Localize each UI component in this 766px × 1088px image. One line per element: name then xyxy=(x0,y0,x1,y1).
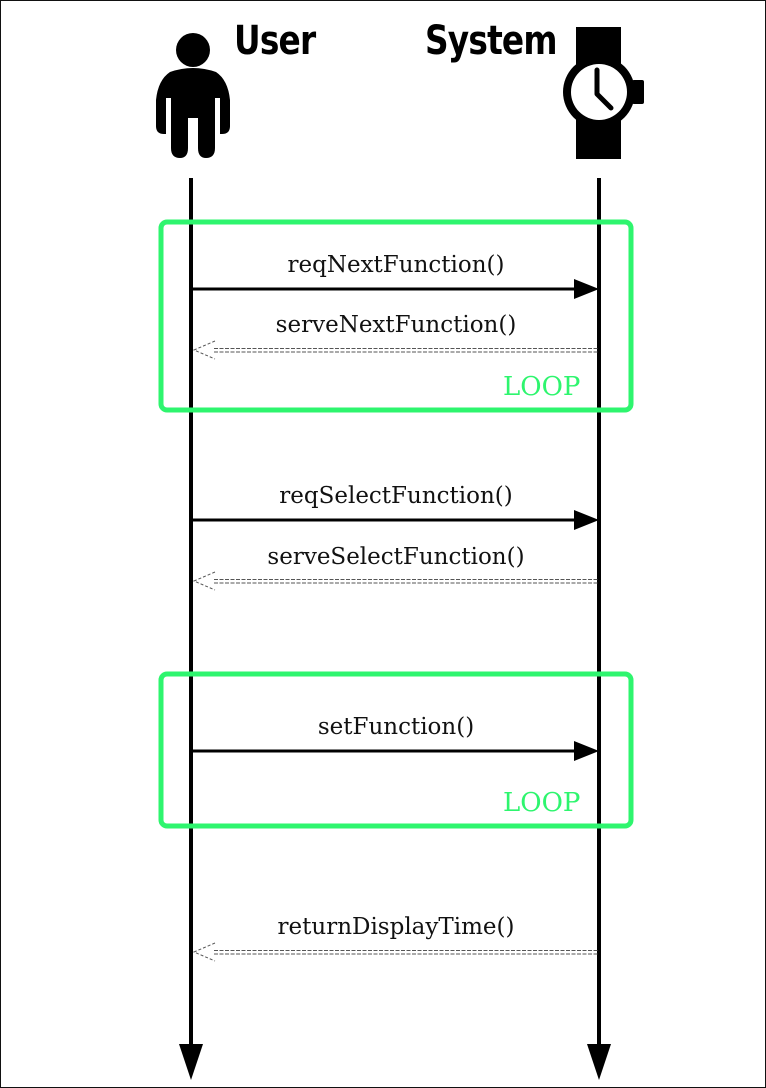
message-label: reqSelectFunction() xyxy=(279,483,513,509)
loop-fragment-label: LOOP xyxy=(503,788,581,818)
loop-fragment xyxy=(158,219,634,413)
wristwatch-icon xyxy=(563,27,644,159)
system-lifeline-arrowhead xyxy=(587,1044,611,1080)
message-label: returnDisplayTime() xyxy=(277,914,515,940)
loop-fragment xyxy=(158,671,634,829)
return-message-arrow xyxy=(192,942,598,962)
message-label: reqNextFunction() xyxy=(287,252,505,278)
actor-label-system: System xyxy=(425,18,558,64)
return-message-arrow xyxy=(192,340,598,360)
message-label: setFunction() xyxy=(317,714,475,740)
message-label: serveNextFunction() xyxy=(275,312,517,338)
sync-message-arrow xyxy=(193,741,599,761)
message-label: serveSelectFunction() xyxy=(267,544,525,570)
loop-fragment-label: LOOP xyxy=(503,372,581,402)
return-message-arrow xyxy=(192,571,598,591)
person-icon xyxy=(156,33,230,158)
sync-message-arrow xyxy=(193,510,599,530)
user-lifeline-arrowhead xyxy=(179,1044,203,1080)
actor-label-user: User xyxy=(234,18,316,64)
sync-message-arrow xyxy=(193,279,599,299)
